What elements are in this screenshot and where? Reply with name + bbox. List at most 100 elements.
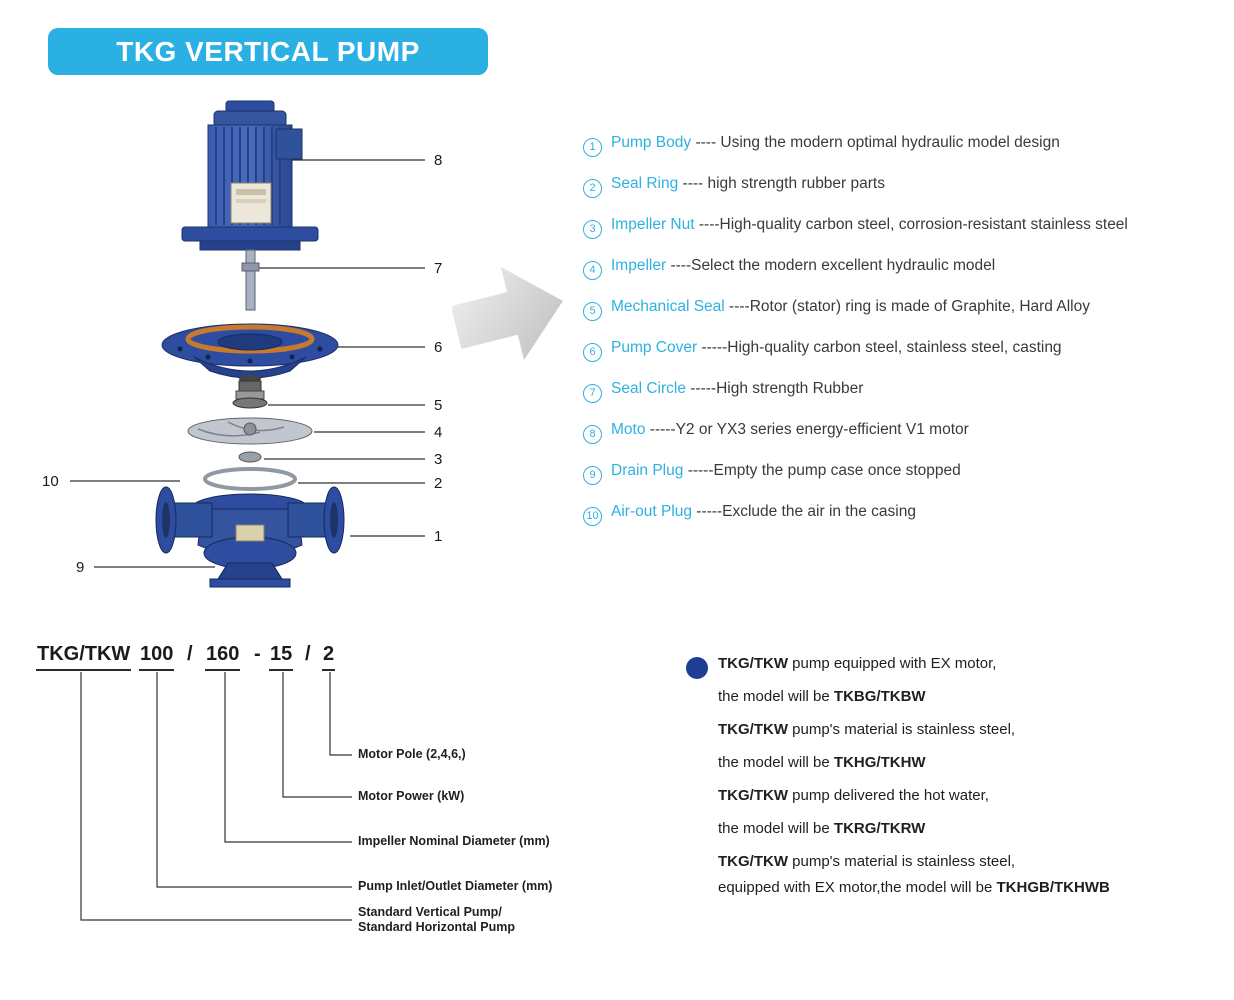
nomenclature-lines: [80, 672, 352, 921]
note-bold: TKG/TKW: [718, 655, 788, 672]
note-line: TKG/TKW pump equipped with EX motor,: [718, 653, 1223, 674]
note-line: the model will be TKHG/TKHW: [718, 752, 1223, 773]
part-description: ----Rotor (stator) ring is made of Graph…: [729, 298, 1090, 315]
nomenclature-label-pole: Motor Pole (2,4,6,): [358, 747, 466, 761]
note-text: pump's material is stainless steel,: [787, 853, 1016, 870]
seal-ring: [203, 467, 297, 491]
part-name: Mechanical Seal: [611, 298, 725, 315]
part-number-badge: 2: [583, 179, 602, 198]
callout-labels: 8 7 6 5 4 3 2 1 10 9: [42, 152, 442, 576]
title-banner: TKG VERTICAL PUMP: [48, 28, 488, 75]
model-segment-inlet: 100: [139, 643, 175, 671]
note-bold: TKG/TKW: [718, 721, 788, 738]
parts-list: 1 Pump Body ---- Using the modern optimal…: [583, 122, 1234, 532]
note-bold: TKG/TKW: [718, 787, 788, 804]
nomenclature-label-series-line2: Standard Horizontal Pump: [358, 920, 515, 934]
parts-list-item: 3 Impeller Nut ----High-quality carbon st…: [583, 204, 1234, 245]
model-separator: /: [187, 643, 193, 665]
callout-8: 8: [434, 152, 442, 169]
part-description: ----High-quality carbon steel, corrosion…: [698, 216, 1128, 233]
nomenclature-label-series: Standard Vertical Pump/ Standard Horizon…: [358, 905, 515, 935]
motor: [181, 100, 319, 251]
part-number-badge: 3: [583, 220, 602, 239]
note-text: the model will be: [718, 820, 834, 837]
shaft: [241, 249, 260, 311]
callout-7: 7: [434, 260, 442, 277]
note-line: the model will be TKBG/TKBW: [718, 686, 1223, 707]
part-number-badge: 8: [583, 425, 602, 444]
part-name: Impeller: [611, 257, 667, 274]
variant-notes: TKG/TKW pump equipped with EX motor, the…: [718, 653, 1223, 910]
callout-2: 2: [434, 475, 442, 492]
note-line: the model will be TKRG/TKRW: [718, 818, 1223, 839]
part-name: Pump Body: [611, 134, 692, 151]
part-description: -----Exclude the air in the casing: [696, 503, 916, 520]
note-line: TKG/TKW pump delivered the hot water,: [718, 785, 1223, 806]
note-line: TKG/TKW pump's material is stainless ste…: [718, 719, 1223, 740]
callout-1: 1: [434, 528, 442, 545]
parts-list-item: 7 Seal Circle -----High strength Rubber: [583, 368, 1234, 409]
part-number-badge: 9: [583, 466, 602, 485]
pump-exploded-diagram: 8 7 6 5 4 3 2 1 10 9: [42, 100, 442, 588]
pump-body: [155, 486, 345, 588]
note-text: pump equipped with EX motor,: [787, 655, 997, 672]
nomenclature-label-series-line1: Standard Vertical Pump/: [358, 905, 502, 919]
model-segment-pole: 2: [322, 643, 336, 671]
impeller: [187, 417, 313, 445]
mechanical-seal: [232, 375, 268, 409]
impeller-nut: [238, 451, 262, 463]
parts-list-item: 1 Pump Body ---- Using the modern optimal…: [583, 122, 1234, 163]
note-model-code: TKHG/TKHW: [833, 754, 926, 771]
callout-10: 10: [42, 473, 59, 490]
part-description: ---- high strength rubber parts: [682, 175, 885, 192]
note-model-code: TKBG/TKBW: [833, 688, 926, 705]
callout-6: 6: [434, 339, 442, 356]
part-description: -----High-quality carbon steel, stainles…: [701, 339, 1062, 356]
part-description: -----High strength Rubber: [690, 380, 864, 397]
bullet-icon: [686, 657, 708, 679]
nomenclature-label-power: Motor Power (kW): [358, 789, 465, 803]
note-bold: TKG/TKW: [718, 853, 788, 870]
part-name: Air-out Plug: [611, 503, 692, 520]
nomenclature-label-inlet: Pump Inlet/Outlet Diameter (mm): [358, 879, 553, 893]
part-description: -----Y2 or YX3 series energy-efficient V…: [649, 421, 969, 438]
part-number-badge: 7: [583, 384, 602, 403]
pump-cover: [161, 323, 339, 379]
part-name: Seal Circle: [611, 380, 686, 397]
model-separator: /: [305, 643, 311, 665]
model-segment-power: 15: [269, 643, 294, 671]
nomenclature-label-impeller: Impeller Nominal Diameter (mm): [358, 834, 550, 848]
note-line: TKG/TKW pump's material is stainless ste…: [718, 851, 1223, 872]
note-text: pump delivered the hot water,: [787, 787, 989, 804]
callout-9: 9: [76, 559, 84, 576]
note-model-code: TKHGB/TKHWB: [996, 879, 1110, 896]
model-segment-impeller: 160: [205, 643, 241, 671]
part-number-badge: 10: [583, 507, 602, 526]
part-name: Impeller Nut: [611, 216, 695, 233]
part-name: Moto: [611, 421, 646, 438]
arrow-icon: [452, 266, 563, 361]
part-description: ---- Using the modern optimal hydraulic …: [695, 134, 1060, 151]
parts-list-item: 8 Moto -----Y2 or YX3 series energy-effic…: [583, 409, 1234, 450]
part-number-badge: 4: [583, 261, 602, 280]
callout-5: 5: [434, 397, 442, 414]
parts-list-item: 4 Impeller ----Select the modern excellen…: [583, 245, 1234, 286]
note-model-code: TKRG/TKRW: [833, 820, 926, 837]
part-name: Pump Cover: [611, 339, 698, 356]
callout-lines: [70, 159, 425, 568]
model-segment-series: TKG/TKW: [36, 643, 132, 671]
part-number-badge: 5: [583, 302, 602, 321]
part-description: -----Empty the pump case once stopped: [687, 462, 961, 479]
page-title: TKG VERTICAL PUMP: [116, 35, 420, 67]
part-description: ----Select the modern excellent hydrauli…: [670, 257, 996, 274]
note-line: equipped with EX motor,the model will be…: [718, 877, 1223, 898]
note-text: the model will be: [718, 688, 834, 705]
callout-3: 3: [434, 451, 442, 468]
parts-list-item: 6 Pump Cover -----High-quality carbon ste…: [583, 327, 1234, 368]
note-text: equipped with EX motor,the model will be: [718, 879, 997, 896]
model-separator: -: [254, 643, 261, 665]
part-number-badge: 6: [583, 343, 602, 362]
part-number-badge: 1: [583, 138, 602, 157]
